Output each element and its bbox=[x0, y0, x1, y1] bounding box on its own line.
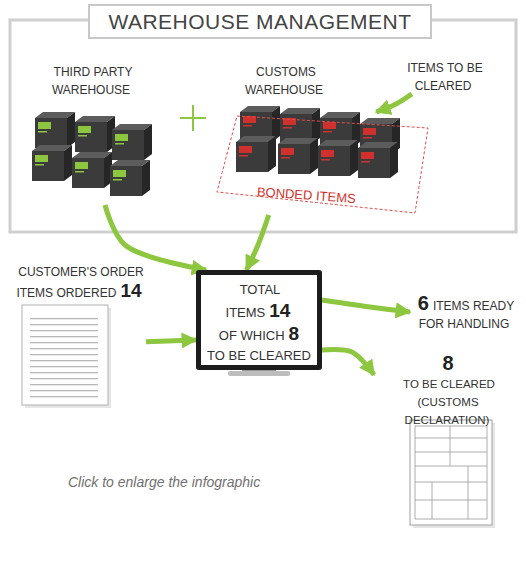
text-block: CUSTOMS WAREHOUSE bbox=[230, 62, 340, 98]
count-number: 8 bbox=[289, 323, 300, 344]
text-block: ITEMS TO BE CLEARED bbox=[398, 58, 490, 94]
count-number: 14 bbox=[120, 280, 141, 301]
text-line: BONDED ITEMS bbox=[254, 182, 375, 208]
flow-arrow bbox=[322, 300, 410, 312]
plus-sign bbox=[180, 105, 206, 131]
node-text: TO BE CLEARED bbox=[207, 348, 311, 363]
callout-note: ITEMS TO BE CLEARED bbox=[398, 58, 490, 94]
text-block: 6ITEMS READY FOR HANDLING bbox=[410, 292, 520, 332]
count-number: 8 bbox=[442, 352, 453, 374]
order-document: CUSTOMER'S ORDER ITEMS ORDERED14 bbox=[14, 262, 146, 407]
title-box: WAREHOUSE MANAGEMENT bbox=[88, 4, 432, 39]
warehouse-group: CUSTOMS WAREHOUSE BONDED ITEMS bbox=[225, 62, 440, 220]
count-number: 6 bbox=[418, 292, 429, 314]
text-line: THIRD PARTY WAREHOUSE bbox=[42, 62, 142, 98]
text-line: 6ITEMS READY FOR HANDLING bbox=[410, 292, 520, 332]
text-block: THIRD PARTY WAREHOUSE bbox=[42, 62, 142, 98]
third-party-crates bbox=[32, 112, 152, 196]
warehouse-group: THIRD PARTY WAREHOUSE bbox=[30, 62, 155, 205]
title-text: WAREHOUSE MANAGEMENT bbox=[108, 10, 411, 33]
node-text: THIRD PARTY WAREHOUSE bbox=[52, 65, 133, 97]
count-number: 14 bbox=[269, 300, 290, 321]
text-line: OF WHICH 8 bbox=[203, 323, 315, 346]
text-line: CUSTOMS WAREHOUSE bbox=[230, 62, 340, 98]
node-text: ITEMS READY FOR HANDLING bbox=[419, 299, 515, 331]
flow-arrow bbox=[376, 94, 412, 112]
flow-arrow bbox=[105, 205, 206, 270]
frame bbox=[10, 20, 516, 232]
flow-arrow bbox=[246, 215, 268, 270]
text-line: TOTAL ITEMS14 bbox=[203, 280, 315, 323]
order-document bbox=[22, 305, 111, 408]
customs-crates bbox=[236, 106, 400, 178]
node-text: BONDED ITEMS bbox=[256, 184, 356, 206]
node-text: ITEMS TO BE CLEARED bbox=[407, 61, 483, 93]
caption-note: Click to enlarge the infographic bbox=[68, 474, 260, 490]
flow-arrow bbox=[322, 350, 374, 375]
flow-arrow bbox=[146, 340, 196, 342]
text-line: ITEMS TO BE CLEARED bbox=[398, 58, 490, 94]
text-line: 8 bbox=[374, 352, 522, 374]
bonded-outline bbox=[217, 116, 428, 213]
text-block: CUSTOMER'S ORDER ITEMS ORDERED14 bbox=[16, 262, 144, 302]
text-block: 8 TO BE CLEARED (CUSTOMS DECLARATION) bbox=[374, 352, 522, 428]
bonded-area: BONDED ITEMS bbox=[215, 112, 430, 215]
result-form: 8 TO BE CLEARED (CUSTOMS DECLARATION) bbox=[374, 352, 522, 428]
node-text: TO BE CLEARED (CUSTOMS DECLARATION) bbox=[403, 378, 495, 426]
text-line: TO BE CLEARED bbox=[203, 346, 315, 365]
node-text: OF WHICH bbox=[219, 328, 285, 343]
text-block: BONDED ITEMS bbox=[254, 182, 375, 208]
monitor-screen: TOTAL ITEMS14 OF WHICH 8 TO BE CLEARED bbox=[196, 270, 322, 370]
text-line: CUSTOMER'S ORDER ITEMS ORDERED14 bbox=[16, 262, 144, 302]
result-note: 6ITEMS READY FOR HANDLING bbox=[410, 292, 520, 332]
node-text: CUSTOMS WAREHOUSE bbox=[245, 65, 323, 97]
customs-declaration-form bbox=[410, 420, 495, 528]
text-line: TO BE CLEARED (CUSTOMS DECLARATION) bbox=[374, 374, 522, 428]
text-block: TOTAL ITEMS14 OF WHICH 8 TO BE CLEARED bbox=[203, 280, 315, 365]
